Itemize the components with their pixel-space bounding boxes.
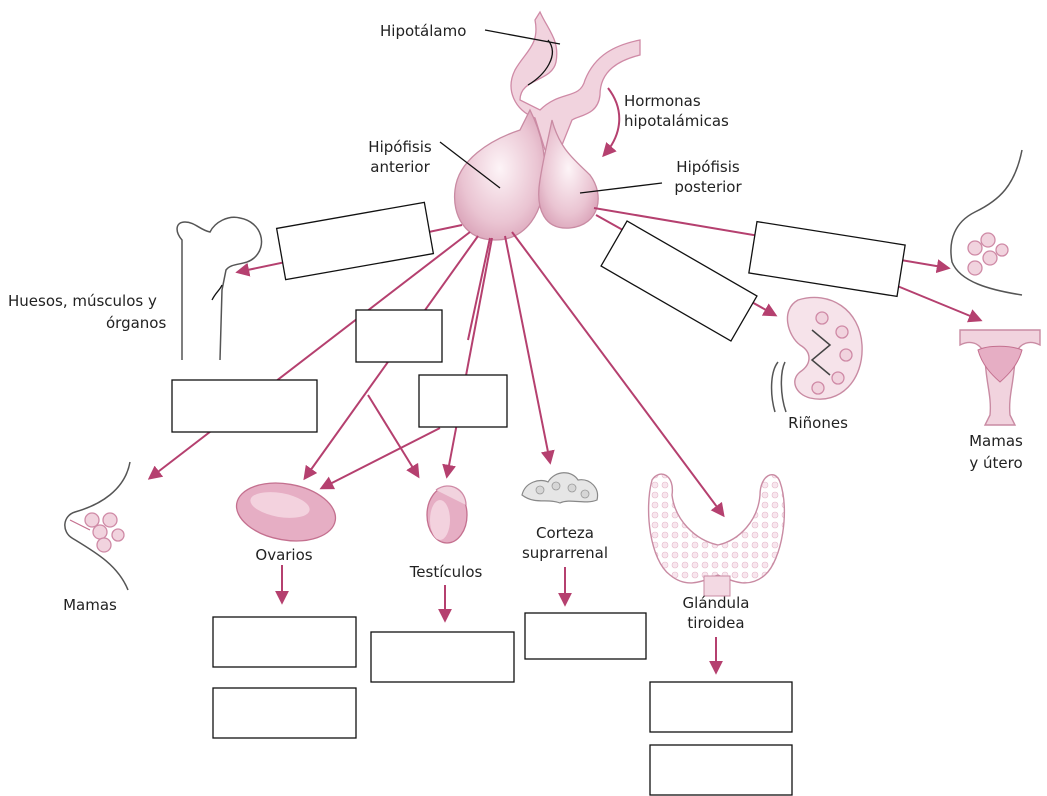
blank-box-left-1[interactable] xyxy=(356,310,442,362)
label-hormonas-2: hipotalámicas xyxy=(624,112,729,130)
pituitary-anterior xyxy=(455,110,545,240)
adrenal-cortex-icon xyxy=(522,473,598,503)
breast-right-icon xyxy=(951,150,1022,295)
label-ovarios: Ovarios xyxy=(255,546,312,564)
label-testiculos: Testículos xyxy=(409,563,483,581)
label-hipotalamo: Hipotálamo xyxy=(380,22,466,40)
blank-box-rinones[interactable] xyxy=(601,221,757,341)
blank-box-mamas-right[interactable] xyxy=(749,222,905,297)
thyroid-icon xyxy=(649,474,785,596)
breast-left-icon xyxy=(65,462,130,590)
label-hip-ant-1: Hipófisis xyxy=(368,138,432,156)
label-hormonas-1: Hormonas xyxy=(624,92,701,110)
blank-box-ovarios-1[interactable] xyxy=(213,617,356,667)
hormonas-arrow xyxy=(604,88,619,155)
label-hip-ant-2: anterior xyxy=(370,158,430,176)
testicle-icon xyxy=(427,486,467,543)
kidney-icon xyxy=(772,297,863,412)
label-rinones: Riñones xyxy=(788,414,848,432)
label-glandula-2: tiroidea xyxy=(687,614,744,632)
label-mamas-left: Mamas xyxy=(63,596,117,614)
blank-box-corteza[interactable] xyxy=(525,613,646,659)
blank-box-testiculos[interactable] xyxy=(371,632,514,682)
arrow-to-ovarios-2 xyxy=(468,238,490,340)
arrow-to-testiculos-split xyxy=(368,395,418,476)
label-huesos-1: Huesos, músculos y xyxy=(8,292,157,310)
bone-icon xyxy=(177,217,261,360)
blank-box-ovarios-2[interactable] xyxy=(213,688,356,738)
label-glandula-1: Glándula xyxy=(683,594,750,612)
label-mamas-utero-1: Mamas xyxy=(969,432,1023,450)
label-hip-post-2: posterior xyxy=(674,178,742,196)
blank-box-huesos[interactable] xyxy=(277,202,434,279)
arrow-to-corteza xyxy=(505,236,550,462)
label-corteza-2: suprarrenal xyxy=(522,544,608,562)
label-mamas-utero-2: y útero xyxy=(969,454,1022,472)
blank-box-tiroides-1[interactable] xyxy=(650,682,792,732)
uterus-icon xyxy=(960,330,1040,425)
label-huesos-2: órganos xyxy=(106,314,166,332)
arrow-to-testiculos xyxy=(447,238,492,476)
label-corteza-1: Corteza xyxy=(536,524,594,542)
blank-box-mid[interactable] xyxy=(419,375,507,427)
blank-box-tiroides-2[interactable] xyxy=(650,745,792,795)
blank-box-left-2[interactable] xyxy=(172,380,317,432)
arrow-to-ovarios-3 xyxy=(322,428,440,488)
label-hip-post-1: Hipófisis xyxy=(676,158,740,176)
arrow-to-utero xyxy=(890,283,980,320)
